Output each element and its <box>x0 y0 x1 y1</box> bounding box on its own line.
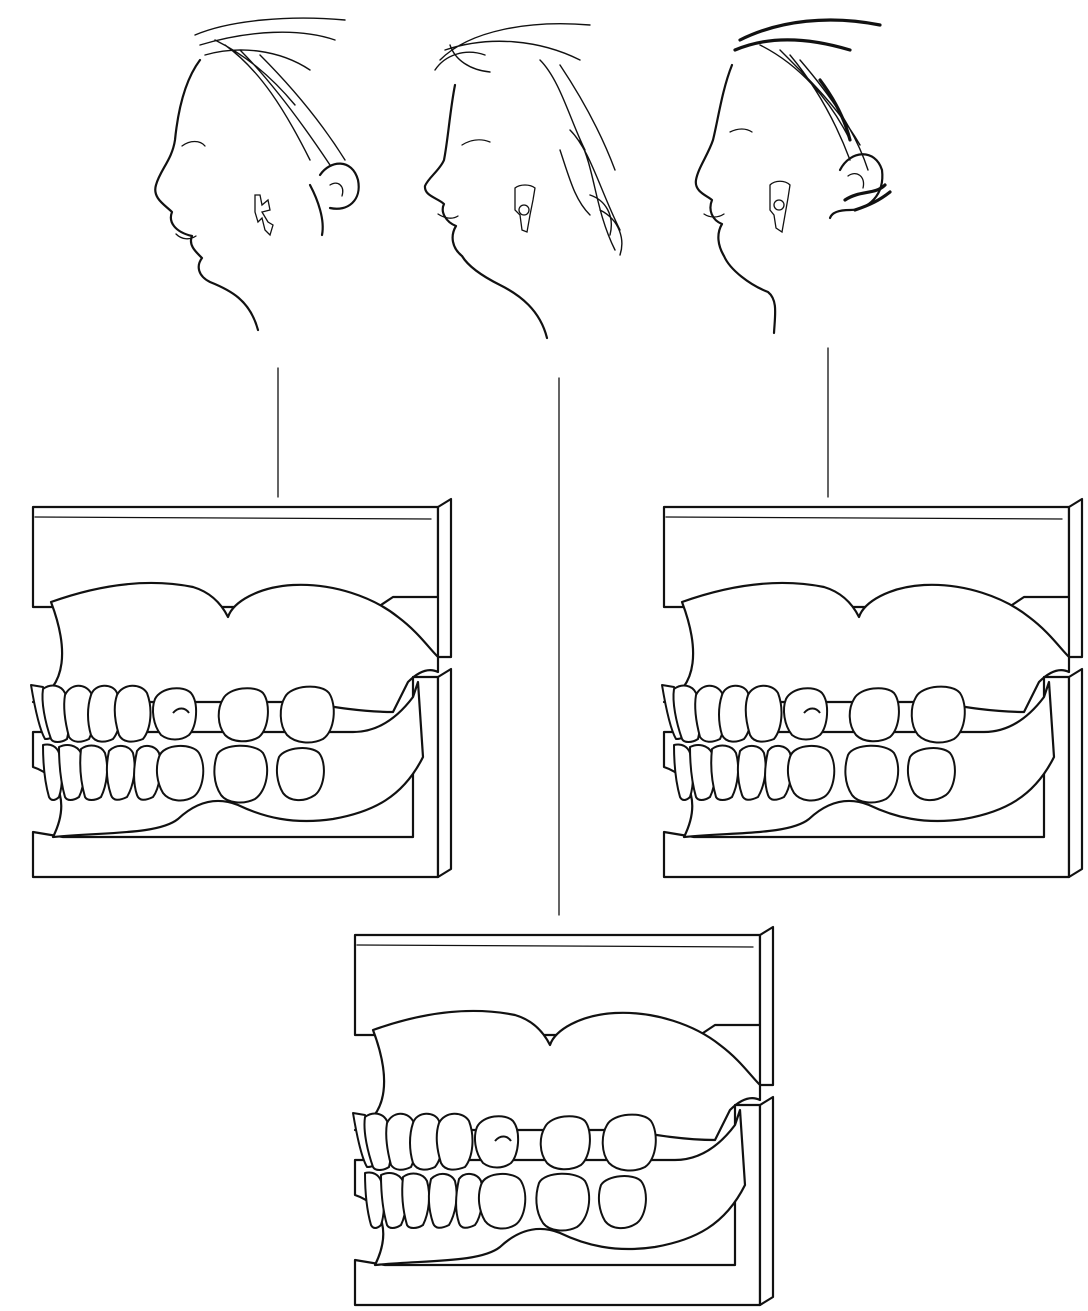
dental-model-bottom <box>353 927 773 1305</box>
profile-left <box>155 18 358 330</box>
profile-right <box>696 20 890 333</box>
tooth-icon <box>770 181 790 232</box>
profile-center <box>425 24 622 338</box>
dental-model-left <box>31 499 451 877</box>
tooth-icon <box>255 195 273 235</box>
tooth-icon <box>515 185 535 232</box>
dental-model-right <box>662 499 1082 877</box>
